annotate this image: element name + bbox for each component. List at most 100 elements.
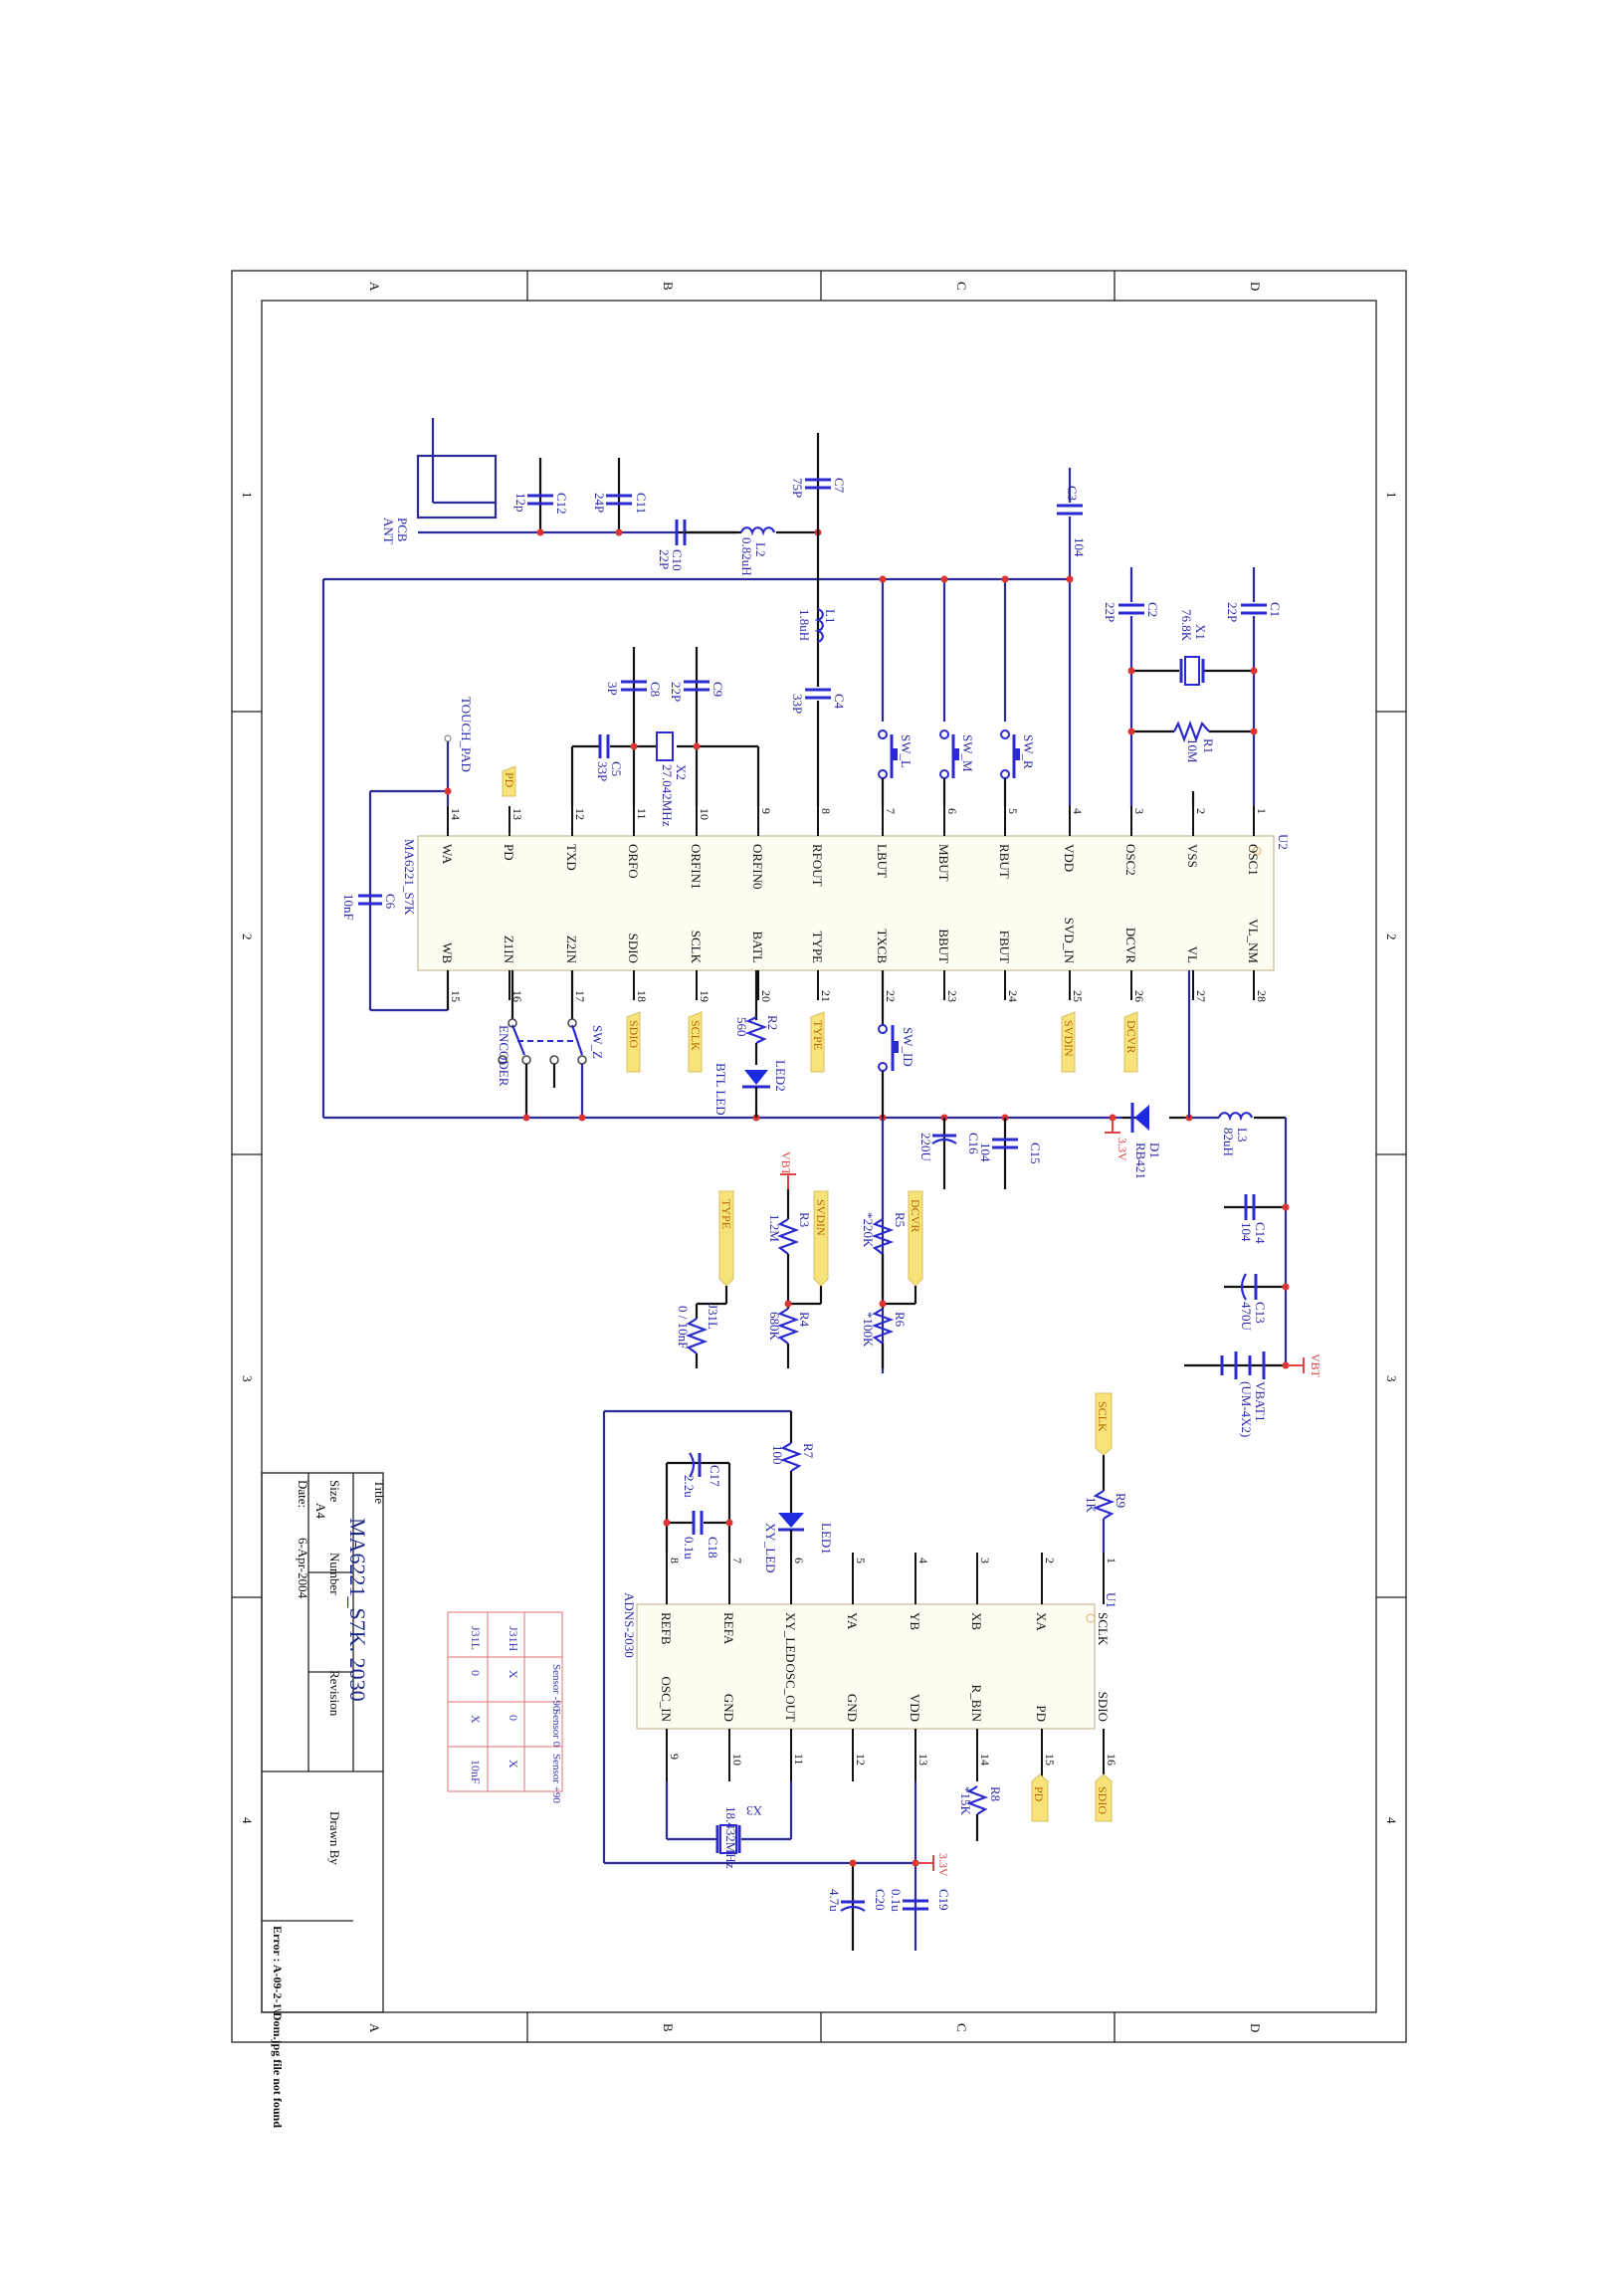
net-port-sclk: SCLK	[688, 1011, 703, 1073]
zone-col-b-top: B	[661, 282, 676, 291]
inductor-l2: L2 0.82uH	[739, 526, 776, 576]
c12-ref: C12	[554, 493, 569, 515]
u2-pin-name: OSC1	[1246, 844, 1261, 876]
u2-pin-name: TXCB	[875, 929, 890, 963]
error-message: Error : A-09-2-1\Dom.jpg file not found	[271, 1926, 285, 2128]
switch-sw-l: SW_L	[876, 722, 914, 806]
zone-col-b-bottom: B	[661, 2023, 676, 2032]
u2-pin-name: ORFIN0	[750, 844, 765, 890]
u2-pin-number: 5	[1006, 808, 1020, 814]
c1-ref: C1	[1268, 602, 1283, 617]
u2-pin-name: SCLK	[689, 931, 704, 964]
power-3v3-u1: 3.3V	[936, 1853, 950, 1877]
u2-pin-number: 17	[573, 990, 587, 1002]
c7-value: 75P	[790, 478, 805, 498]
c2-ref: C2	[1145, 602, 1160, 617]
l2-ref: L2	[753, 542, 768, 556]
svg-text:PD: PD	[1032, 1786, 1046, 1802]
u1-pin-name: GND	[845, 1694, 860, 1722]
r3-ref: R3	[797, 1212, 812, 1227]
c10-value: 22P	[657, 549, 672, 569]
net-port-sdio-u1: SDIO	[1095, 1773, 1113, 1822]
u2-pin-name: MBUT	[936, 844, 951, 882]
u2-pin-number: 7	[884, 808, 898, 814]
capacitor-c3: C3 104	[1055, 454, 1087, 557]
c4-ref: C4	[832, 694, 847, 710]
r5-ref: R5	[893, 1212, 908, 1227]
led1-ref: LED1	[819, 1523, 834, 1555]
table-cell: 0	[507, 1715, 520, 1721]
l3-ref: L3	[1235, 1128, 1250, 1142]
r9-ref: R9	[1114, 1493, 1128, 1508]
svg-text:SCLK: SCLK	[1096, 1401, 1110, 1432]
u1-pin-name: OSC_IN	[659, 1676, 674, 1722]
x2-value: 27.042MHz	[660, 764, 675, 827]
capacitor-c12: C12 12p	[513, 439, 569, 515]
u1-part: ADNS-2030	[622, 1592, 637, 1658]
u2-pin-name: SVD_IN	[1062, 918, 1077, 964]
zone-col-d-top: D	[1248, 282, 1263, 291]
svg-text:TYPE: TYPE	[811, 1020, 825, 1050]
c14-value: 104	[1239, 1222, 1254, 1242]
sw-r-ref: SW_R	[1021, 734, 1036, 769]
c20-ref: C20	[873, 1889, 888, 1911]
capacitor-c11: C11 24P	[592, 439, 649, 514]
u2-pin-number: 19	[698, 990, 711, 1002]
sheet-frame	[231, 270, 1407, 2043]
size-value: A4	[313, 1503, 328, 1519]
j31l-value: 0 / 10nF	[676, 1306, 691, 1349]
u1-pin-number: 15	[1043, 1754, 1057, 1766]
table-header: Sensor 0	[550, 1709, 562, 1748]
net-port-type-divider: TYPE	[718, 1190, 734, 1287]
l1-value: 1.8uH	[797, 609, 812, 641]
u2-pin-name: RBUT	[997, 844, 1012, 879]
c5-value: 33P	[595, 761, 610, 781]
c15-value: 104	[978, 1143, 993, 1162]
u2-pin-number: 13	[510, 808, 524, 820]
orf-crystal-network: C8 3P C9 22P C5 33P X2 27.042MHz	[570, 628, 760, 827]
c10-ref: C10	[670, 549, 685, 571]
c3-value: 104	[1072, 537, 1087, 557]
antenna-ref: PCB	[395, 518, 410, 542]
inductor-l1: L1 1.8uH	[797, 607, 838, 644]
c19-value: 0.1u	[889, 1889, 904, 1912]
u2-pin-name: BATL	[750, 932, 765, 964]
capacitor-c7: C7 75P	[790, 419, 847, 532]
u2-pin-name: VL_NM	[1246, 919, 1261, 963]
pcb-antenna: PCB ANT	[381, 404, 498, 544]
schematic-title: MA6221_S7K. 2030	[345, 1518, 370, 1702]
drawn-by-label: Drawn By	[327, 1811, 342, 1865]
u1-left-circuitry: R7 100 LED1 XY_LED C17 2.2u C18 0.1u	[602, 1409, 834, 1863]
c9-value: 22P	[669, 682, 684, 702]
u1-pin-name: YB	[908, 1612, 922, 1630]
c11-value: 24P	[592, 493, 607, 513]
u2-pin-name: Z2IN	[564, 936, 579, 964]
c4-value: 33P	[790, 694, 805, 714]
table-cell: J31L	[469, 1626, 483, 1650]
r6-ref: R6	[893, 1312, 908, 1328]
u2-pin-number: 22	[884, 990, 898, 1002]
u2-pin-number: 11	[635, 808, 649, 820]
u1-pin-name: SCLK	[1096, 1612, 1111, 1646]
u2-pin-number: 1	[1255, 808, 1269, 814]
u1-pin-number: 16	[1105, 1754, 1118, 1766]
u1-pin-name: OSC_OUT	[783, 1663, 798, 1722]
table-cell: X	[507, 1760, 520, 1768]
net-port-dcvr-divider: DCVR	[908, 1190, 923, 1287]
u2-pin-number: 2	[1194, 808, 1208, 814]
u1-ref: U1	[1104, 1592, 1118, 1608]
svg-text:PD: PD	[503, 772, 516, 788]
table-cell: 0	[469, 1670, 483, 1676]
d1-value: RB421	[1133, 1143, 1148, 1179]
encoder-ref: ENCODER	[497, 1025, 511, 1087]
u1-pin-name: XB	[969, 1612, 984, 1630]
j31l-ref: J31L	[706, 1304, 720, 1330]
c3-ref: C3	[1065, 486, 1080, 501]
u2-pin-number: 14	[449, 808, 463, 820]
l1-ref: L1	[823, 609, 838, 623]
r2-ref: R2	[765, 1015, 780, 1030]
u2-pin-name: VDD	[1062, 844, 1077, 872]
switch-sw-m: SW_M	[937, 722, 975, 806]
u2-pin-name: ORFO	[626, 844, 641, 879]
